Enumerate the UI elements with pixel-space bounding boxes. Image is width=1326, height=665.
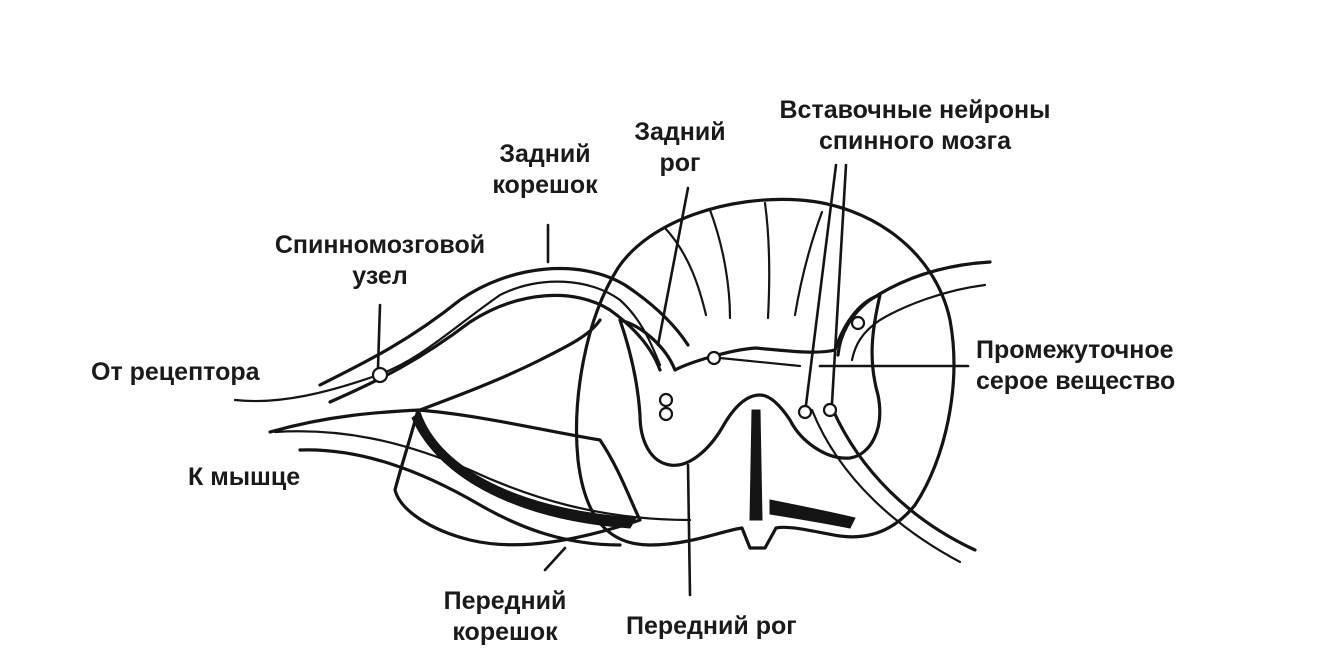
label-dorsal-root: Задний корешок: [460, 139, 630, 201]
ganglion-neuron: [371, 366, 389, 384]
right-upper-fiber: [836, 260, 992, 357]
dorsal-root-upper-edge: [318, 266, 690, 387]
label-interneurons-line-1: Вставочные нейроны: [779, 96, 1051, 124]
dorsal-column-stripe-4: [793, 210, 824, 317]
label-spinal-ganglion-line-2: узел: [352, 262, 408, 290]
dorsal-root-lower-edge: [328, 293, 662, 404]
label-ventral-root: Передний корешок: [420, 586, 590, 648]
pointer-ventral-root: [543, 546, 567, 572]
interneuron-left: [706, 350, 722, 366]
label-ventral-horn: Передний рог: [626, 612, 797, 640]
label-to-muscle: К мышце: [188, 463, 301, 491]
motor-neuron-2: [658, 406, 674, 422]
ventral-fissure-shade: [769, 499, 856, 529]
label-dorsal-root-line-1: Задний: [499, 140, 591, 168]
right-upper-fiber-inner: [850, 283, 987, 362]
spinal-cord-outline: [575, 197, 956, 550]
dorsal-column-stripe-1: [663, 226, 708, 317]
label-interneurons: Вставочные нейроны спинного мозга: [740, 95, 1090, 157]
label-interneurons-line-2: спинного мозга: [819, 127, 1011, 155]
interneuron-upper-right: [850, 315, 866, 331]
ventral-root-shade: [411, 411, 637, 529]
label-ventral-root-line-1: Передний: [443, 587, 567, 615]
efferent-fiber: [273, 430, 692, 522]
pointer-ventral-horn: [686, 463, 692, 597]
motor-neuron-1: [658, 392, 674, 408]
pointer-dorsal-horn: [656, 186, 690, 347]
label-dorsal-horn-line-1: Задний: [634, 118, 726, 146]
central-canal: [749, 409, 763, 521]
label-ventral-root-line-2: корешок: [452, 618, 558, 646]
label-spinal-ganglion: Спинномозговой узел: [250, 230, 510, 292]
label-intermediate-gray-line-1: Промежуточное: [976, 336, 1174, 364]
label-dorsal-horn: Задний рог: [612, 117, 748, 179]
label-from-receptor: От рецептора: [91, 358, 260, 386]
ventral-root-lower-edge: [298, 448, 622, 547]
right-lower-fiber-inner: [810, 408, 962, 564]
ventral-root-inner-loop: [393, 408, 642, 547]
pointer-spinal-ganglion: [376, 303, 382, 370]
pointer-interneurons-2: [830, 163, 848, 405]
interneuron-right-2: [822, 402, 838, 418]
label-dorsal-horn-line-2: рог: [659, 149, 701, 177]
pointer-interneurons-1: [804, 163, 838, 407]
interneuron-left-axon: [718, 356, 802, 368]
ventral-root-outer-edge: [268, 318, 602, 434]
label-intermediate-gray: Промежуточное серое вещество: [976, 335, 1175, 397]
label-intermediate-gray-line-2: серое вещество: [976, 367, 1176, 395]
dorsal-column-stripe-3: [763, 201, 771, 320]
interneuron-right-1: [797, 404, 813, 420]
label-dorsal-root-line-2: корешок: [492, 171, 598, 199]
label-spinal-ganglion-line-1: Спинномозговой: [274, 231, 486, 259]
right-lower-fiber: [831, 408, 977, 552]
gray-matter-outline: [618, 293, 882, 467]
dorsal-column-stripe-2: [708, 208, 732, 320]
afferent-fiber: [233, 280, 662, 403]
